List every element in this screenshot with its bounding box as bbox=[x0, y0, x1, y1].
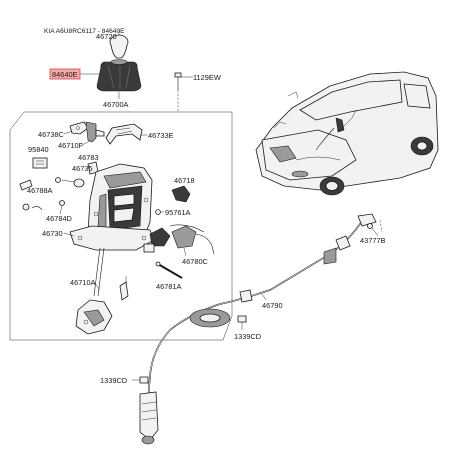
lever-46710a bbox=[75, 247, 129, 335]
label-46781a: 46781A bbox=[156, 282, 182, 291]
label-95761a: 95761A bbox=[165, 208, 191, 217]
part-95761a bbox=[155, 209, 164, 215]
clip-43777b bbox=[367, 223, 379, 237]
part-46718 bbox=[171, 185, 191, 203]
label-46735: 46735 bbox=[72, 164, 93, 173]
label-46730: 46730 bbox=[42, 229, 63, 238]
cable-46790 bbox=[139, 213, 377, 445]
label-46718: 46718 bbox=[174, 176, 195, 185]
bolt-46784d bbox=[22, 203, 43, 211]
label-84640e[interactable]: 84640E bbox=[52, 70, 78, 79]
label-1339cd-lower: 1339CD bbox=[100, 376, 127, 385]
label-46700a: 46700A bbox=[103, 100, 129, 109]
shift-boot bbox=[96, 59, 142, 92]
label-46733e: 46733E bbox=[148, 131, 174, 140]
label-46710a: 46710A bbox=[70, 278, 96, 287]
label-46720: 46720 bbox=[96, 32, 117, 41]
bolt-1339cd-upper bbox=[237, 315, 247, 330]
base-46730 bbox=[69, 225, 155, 251]
label-46783: 46783 bbox=[78, 153, 99, 162]
vehicle-illustration bbox=[255, 71, 439, 196]
module-95840 bbox=[32, 157, 48, 169]
bolt-1129ew bbox=[174, 72, 193, 90]
label-46784d: 46784D bbox=[46, 214, 72, 223]
label-95840: 95840 bbox=[28, 145, 49, 154]
label-1339cd-upper: 1339CD bbox=[234, 332, 261, 341]
label-46780c: 46780C bbox=[182, 257, 209, 266]
label-43777b: 43777B bbox=[360, 236, 386, 245]
bolt-1339cd-lower bbox=[132, 376, 149, 384]
shift-knob bbox=[109, 30, 129, 59]
label-46710f: 46710F bbox=[58, 141, 84, 150]
bracket-46738c bbox=[69, 121, 89, 135]
label-46790: 46790 bbox=[262, 301, 283, 310]
label-46788a: 46788A bbox=[27, 186, 53, 195]
highlight-box-84640e[interactable] bbox=[49, 68, 81, 80]
cover-46733e bbox=[105, 123, 143, 145]
assembly-frame bbox=[9, 111, 233, 341]
lever-46710f bbox=[85, 121, 105, 143]
diagram-header: KIA A6U8RC6117 - 84640E bbox=[44, 28, 125, 35]
part-46735 bbox=[55, 177, 85, 188]
pin-46781a bbox=[155, 261, 183, 279]
label-1129ew: 1129EW bbox=[193, 73, 221, 82]
solenoid-46780c bbox=[143, 224, 215, 255]
label-46738c: 46738C bbox=[38, 130, 65, 139]
clip-46788a bbox=[19, 179, 33, 191]
